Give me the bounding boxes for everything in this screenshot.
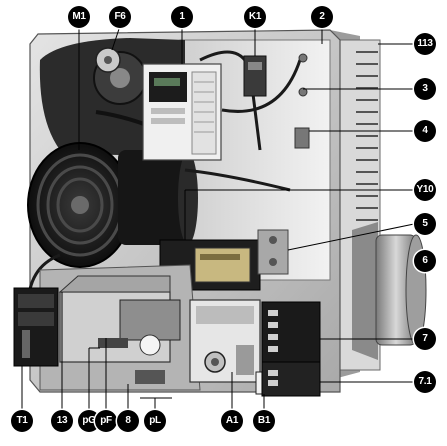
callout-b1: B1: [253, 410, 275, 432]
callout-m1: M1: [68, 6, 90, 28]
blast-tube: [352, 222, 427, 360]
motor-icon: [27, 110, 198, 268]
callout-y10: Y10: [414, 179, 436, 201]
relay-k1: [243, 55, 267, 97]
leader-lines: [21, 25, 416, 410]
callout-1: 1: [171, 6, 193, 28]
terminal-t1: [13, 287, 59, 367]
callout-5: 5: [414, 213, 436, 235]
callout-k1: K1: [244, 6, 266, 28]
flame-control-a1: [189, 299, 261, 383]
gas-valve-block: [58, 275, 181, 384]
callout-t1: T1: [11, 410, 33, 432]
callout-a1: A1: [221, 410, 243, 432]
callout-2: 2: [311, 6, 333, 28]
callout-pl: pL: [144, 410, 166, 432]
callout-8: 8: [117, 410, 139, 432]
callout-pg: pG: [78, 410, 100, 432]
air-pressure-switch: [95, 47, 121, 73]
callout-4: 4: [414, 120, 436, 142]
callout-f6: F6: [109, 6, 131, 28]
callout-7: 7: [414, 328, 436, 350]
callout-pf: pF: [95, 410, 117, 432]
callout-6: 6: [414, 250, 436, 272]
callout-13: 13: [51, 410, 73, 432]
callout-7-1: 7.1: [414, 371, 436, 393]
callout-3: 3: [414, 78, 436, 100]
controller-icon: [142, 63, 222, 161]
plug-connectors: [261, 301, 321, 397]
callout-113: 113: [414, 33, 436, 55]
